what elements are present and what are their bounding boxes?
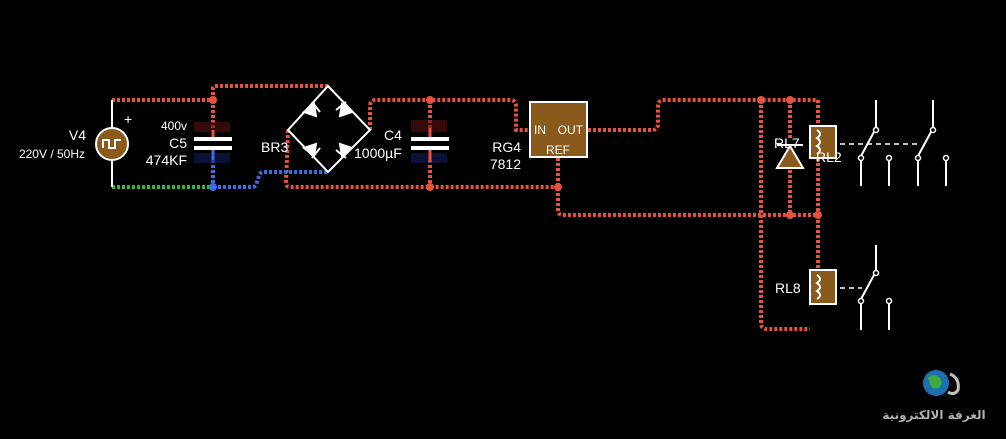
relay-ref-label: RL2 [816,149,842,165]
charge-glow-positive [411,120,447,132]
junction-dot [786,211,794,219]
contact-node [872,126,880,134]
relay-coil-body [809,125,837,159]
contact-node [857,297,865,305]
regulator-ref-label: RG4 [492,139,521,155]
relay-coil-body [809,269,837,305]
wire-bridge-pos [368,98,530,132]
ac-source-icon [95,127,129,161]
c5-voltage-label: 400v [161,119,187,133]
contact-node [914,154,922,162]
source-value-label: 220V / 50Hz [19,147,85,161]
regulator-pin-in: IN [534,123,546,137]
junction-dot [209,183,217,191]
capacitor-c5[interactable]: 400v C5 474KF [146,119,232,168]
c4-ref-label: C4 [384,127,402,143]
diode-icon [335,101,355,118]
capacitor-c4[interactable]: C4 1000µF [354,120,449,163]
wires [111,84,820,331]
wire-reg-ref [556,158,818,217]
diode-icon [775,144,805,169]
bridge-rectifier-br3[interactable]: BR3 [261,84,372,174]
wire-reg-out [588,98,818,132]
wire-to-bridge-top [211,84,328,100]
coil-icon [815,274,821,300]
contact-arm [860,131,875,157]
voltage-regulator-rg4[interactable]: IN OUT REF RG4 7812 [490,101,588,172]
regulator-pin-out: OUT [558,123,584,137]
contact-node [872,269,880,277]
contact-node [857,154,865,162]
regulator-value-label: 7812 [490,156,521,172]
relay-rl8[interactable]: RL8 [775,245,893,330]
diode-icon [335,142,355,159]
diode-icon [301,101,321,118]
contact-node [885,154,893,162]
contact-node [885,297,893,305]
site-logo: الغرفة الالكترونية [882,370,986,423]
contact-arm [860,274,875,300]
junction-dot [786,96,794,104]
coil-icon [815,129,821,155]
square-wave-icon [102,139,121,149]
ac-source-v4[interactable]: + V4 220V / 50Hz [19,111,132,161]
regulator-pin-ref: REF [546,143,570,157]
logo-swoosh [947,372,960,396]
wire-neutral-blue [213,170,328,189]
c4-value-label: 1000µF [354,145,402,161]
junction-dot [554,183,562,191]
junction-dot [426,183,434,191]
contact-node [929,126,937,134]
diode-icon [301,142,321,159]
flyback-diode[interactable] [775,144,805,169]
relay-ref-label: RL7 [774,135,800,151]
contact-node [942,154,950,162]
source-ref-label: V4 [69,127,86,143]
relay-ref-label: RL8 [775,280,801,296]
contact-arm [917,131,932,157]
c5-ref-label: C5 [169,135,187,151]
bridge-ref-label: BR3 [261,139,288,155]
junction-dot [814,211,822,219]
c5-value-label: 474KF [146,152,187,168]
junctions [209,96,822,219]
relay-rl7[interactable]: RL7 RL2 [774,100,950,186]
globe-land [928,375,942,389]
wire-bridge-neg [284,129,558,189]
logo-text: الغرفة الالكترونية [882,408,985,423]
source-polarity: + [124,111,132,127]
bridge-outline [286,84,372,174]
junction-dot [426,96,434,104]
junction-dot [757,96,765,104]
regulator-body [529,101,588,158]
wire-relay-rail-left [759,100,810,331]
junction-dot [209,96,217,104]
charge-glow-positive [194,122,230,132]
